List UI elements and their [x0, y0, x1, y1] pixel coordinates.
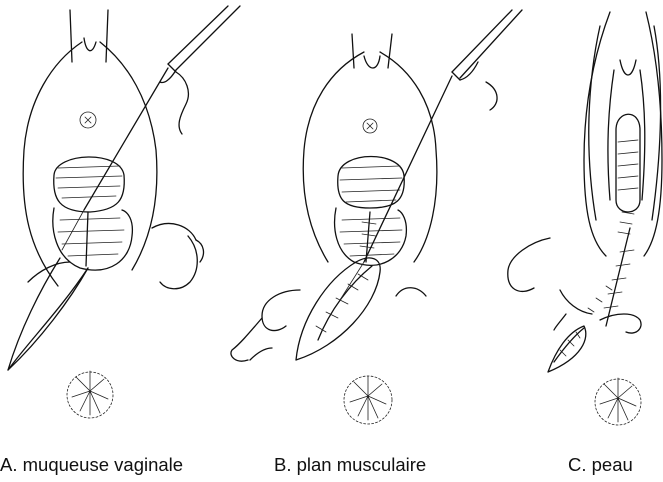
caption-c: C. peau	[568, 452, 658, 478]
panel-a-drawing	[8, 6, 240, 418]
caption-a: A. muqueuse vaginale	[0, 452, 210, 478]
caption-b: B. plan musculaire	[274, 452, 444, 478]
panel-b-drawing	[231, 10, 522, 424]
panel-c-drawing	[508, 12, 662, 425]
